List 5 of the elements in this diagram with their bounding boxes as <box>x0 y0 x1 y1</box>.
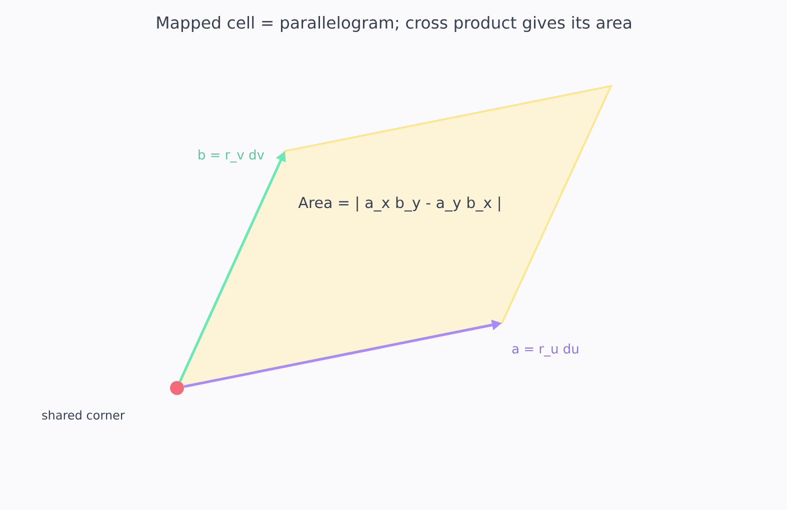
title: Mapped cell = parallelogram; cross product gives its area <box>157 16 631 32</box>
edge-label: a = r_u du <box>512 344 578 356</box>
edge-label: b = r_v dv <box>198 150 264 162</box>
corner-dot <box>170 381 184 395</box>
corner-label: shared corner <box>42 410 125 420</box>
